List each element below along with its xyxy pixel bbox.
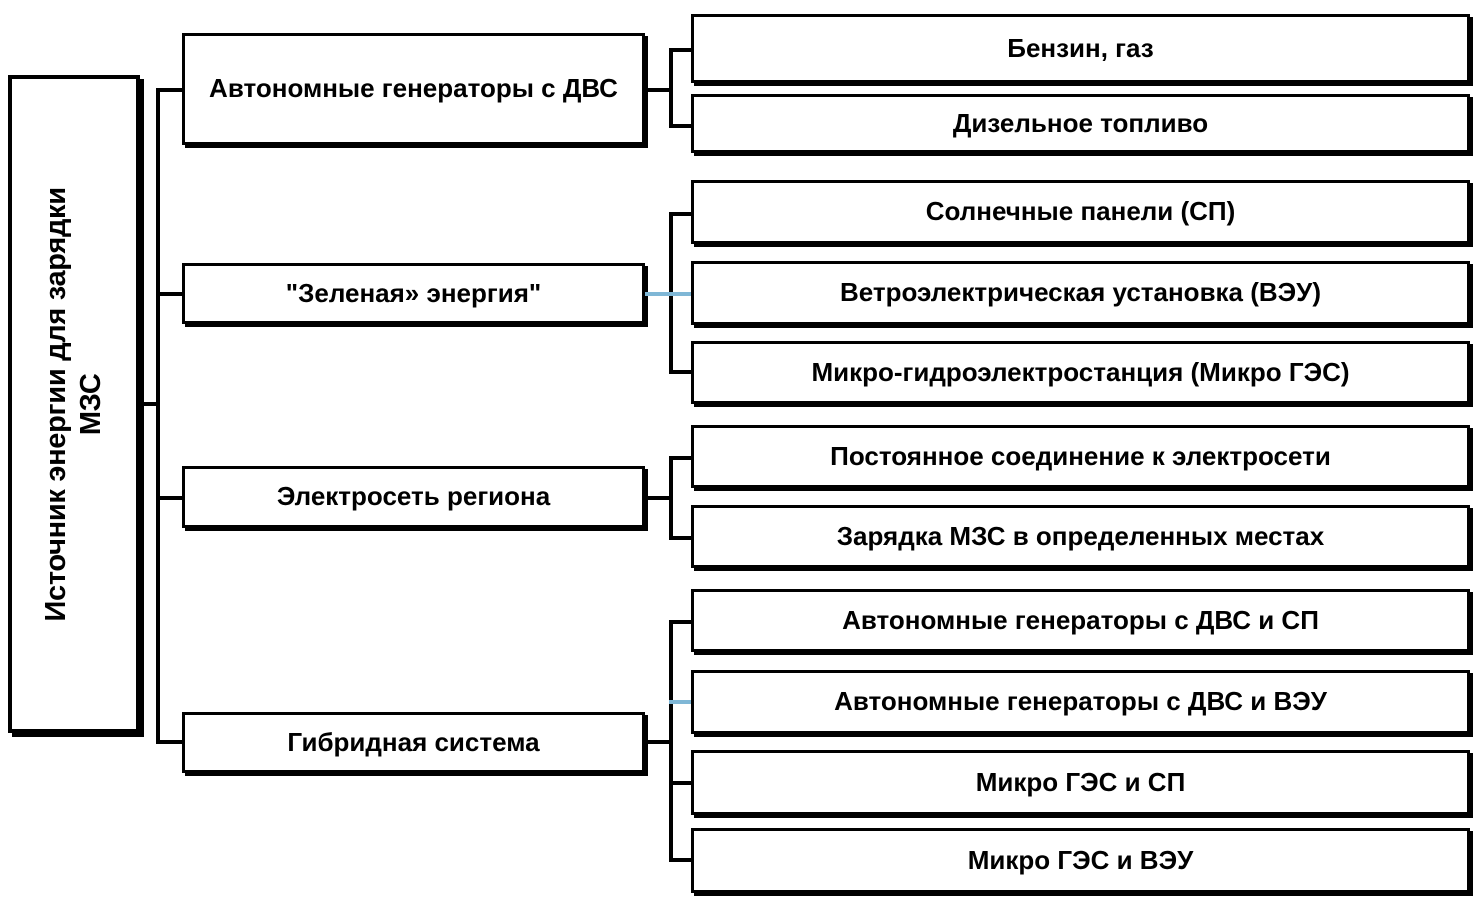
branch-stub-regional-grid (156, 496, 184, 500)
leaf-node-charging-at-specific-places[interactable]: Зарядка МЗС в определенных местах (691, 505, 1470, 568)
leaf-stub-petrol-gas (669, 48, 695, 52)
leaf-node-permanent-grid-connection-label: Постоянное соединение к электросети (830, 440, 1331, 471)
leaf-node-hydro-and-wind[interactable]: Микро ГЭС и ВЭУ (691, 828, 1470, 893)
branch-node-regional-grid-label: Электросеть региона (276, 481, 551, 512)
leaf-stub-diesel-fuel (669, 124, 695, 128)
branch-node-hybrid-system[interactable]: Гибридная система (182, 712, 645, 773)
leaf-trunk-ice-generators (669, 48, 673, 128)
leaf-node-diesel-fuel[interactable]: Дизельное топливо (691, 94, 1470, 153)
branch-node-green-energy-label: "Зеленая» энергия" (285, 277, 542, 308)
leaf-node-solar-panels-label: Солнечные панели (СП) (925, 196, 1236, 227)
leaf-stub-micro-hydro (669, 370, 695, 374)
leaf-node-charging-at-specific-places-label: Зарядка МЗС в определенных местах (836, 520, 1325, 551)
leaf-trunk-hybrid-system (669, 620, 673, 862)
root-node-label: Источник энергии для зарядки МЗС (39, 186, 107, 622)
leaf-stub-charging-at-specific-places (669, 536, 695, 540)
leaf-stub-solar-panels (669, 212, 695, 216)
leaf-node-wind-turbine[interactable]: Ветроэлектрическая установка (ВЭУ) (691, 261, 1470, 325)
leaf-node-petrol-gas-label: Бензин, газ (1007, 32, 1154, 63)
branch-stub-green-energy (156, 292, 184, 296)
leaf-node-petrol-gas[interactable]: Бензин, газ (691, 14, 1470, 83)
branch-node-hybrid-system-label: Гибридная система (287, 726, 540, 757)
leaf-node-hydro-and-wind-label: Микро ГЭС и ВЭУ (967, 844, 1194, 875)
leaf-node-ice-and-solar-label: Автономные генераторы с ДВС и СП (842, 604, 1319, 635)
leaf-node-diesel-fuel-label: Дизельное топливо (952, 107, 1209, 138)
leaf-stub-ice-and-wind (669, 700, 695, 704)
leaf-node-ice-and-wind[interactable]: Автономные генераторы с ДВС и ВЭУ (691, 670, 1470, 734)
branch-node-ice-generators-label: Автономные генераторы с ДВС (209, 73, 618, 104)
branch-stub-hybrid-system (156, 740, 184, 744)
branch-out-regional-grid (645, 496, 673, 500)
leaf-node-permanent-grid-connection[interactable]: Постоянное соединение к электросети (691, 425, 1470, 488)
leaf-node-micro-hydro-label: Микро-гидроэлектростанция (Микро ГЭС) (811, 356, 1350, 387)
branch-node-green-energy[interactable]: "Зеленая» энергия" (182, 263, 645, 324)
branch-node-ice-generators[interactable]: Автономные генераторы с ДВС (182, 33, 645, 145)
branch-stub-ice-generators (156, 88, 184, 92)
leaf-node-ice-and-solar[interactable]: Автономные генераторы с ДВС и СП (691, 589, 1470, 652)
root-node-energy-source[interactable]: Источник энергии для зарядки МЗС (8, 75, 140, 733)
branch-out-hybrid-system (645, 740, 673, 744)
leaf-stub-permanent-grid-connection (669, 456, 695, 460)
leaf-stub-wind-turbine (669, 292, 695, 296)
leaf-stub-ice-and-solar (669, 620, 695, 624)
root-stub-connector (140, 402, 160, 406)
leaf-node-micro-hydro[interactable]: Микро-гидроэлектростанция (Микро ГЭС) (691, 341, 1470, 404)
branch-out-green-energy (645, 292, 673, 296)
leaf-stub-hydro-and-solar (669, 781, 695, 785)
leaf-node-hydro-and-solar[interactable]: Микро ГЭС и СП (691, 750, 1470, 815)
leaf-node-hydro-and-solar-label: Микро ГЭС и СП (975, 766, 1186, 797)
leaf-node-wind-turbine-label: Ветроэлектрическая установка (ВЭУ) (839, 277, 1322, 308)
leaf-node-ice-and-wind-label: Автономные генераторы с ДВС и ВЭУ (834, 686, 1327, 717)
leaf-trunk-regional-grid (669, 456, 673, 540)
branch-out-ice-generators (645, 88, 673, 92)
main-trunk-connector (156, 88, 160, 744)
leaf-node-solar-panels[interactable]: Солнечные панели (СП) (691, 180, 1470, 244)
leaf-stub-hydro-and-wind (669, 858, 695, 862)
branch-node-regional-grid[interactable]: Электросеть региона (182, 466, 645, 528)
